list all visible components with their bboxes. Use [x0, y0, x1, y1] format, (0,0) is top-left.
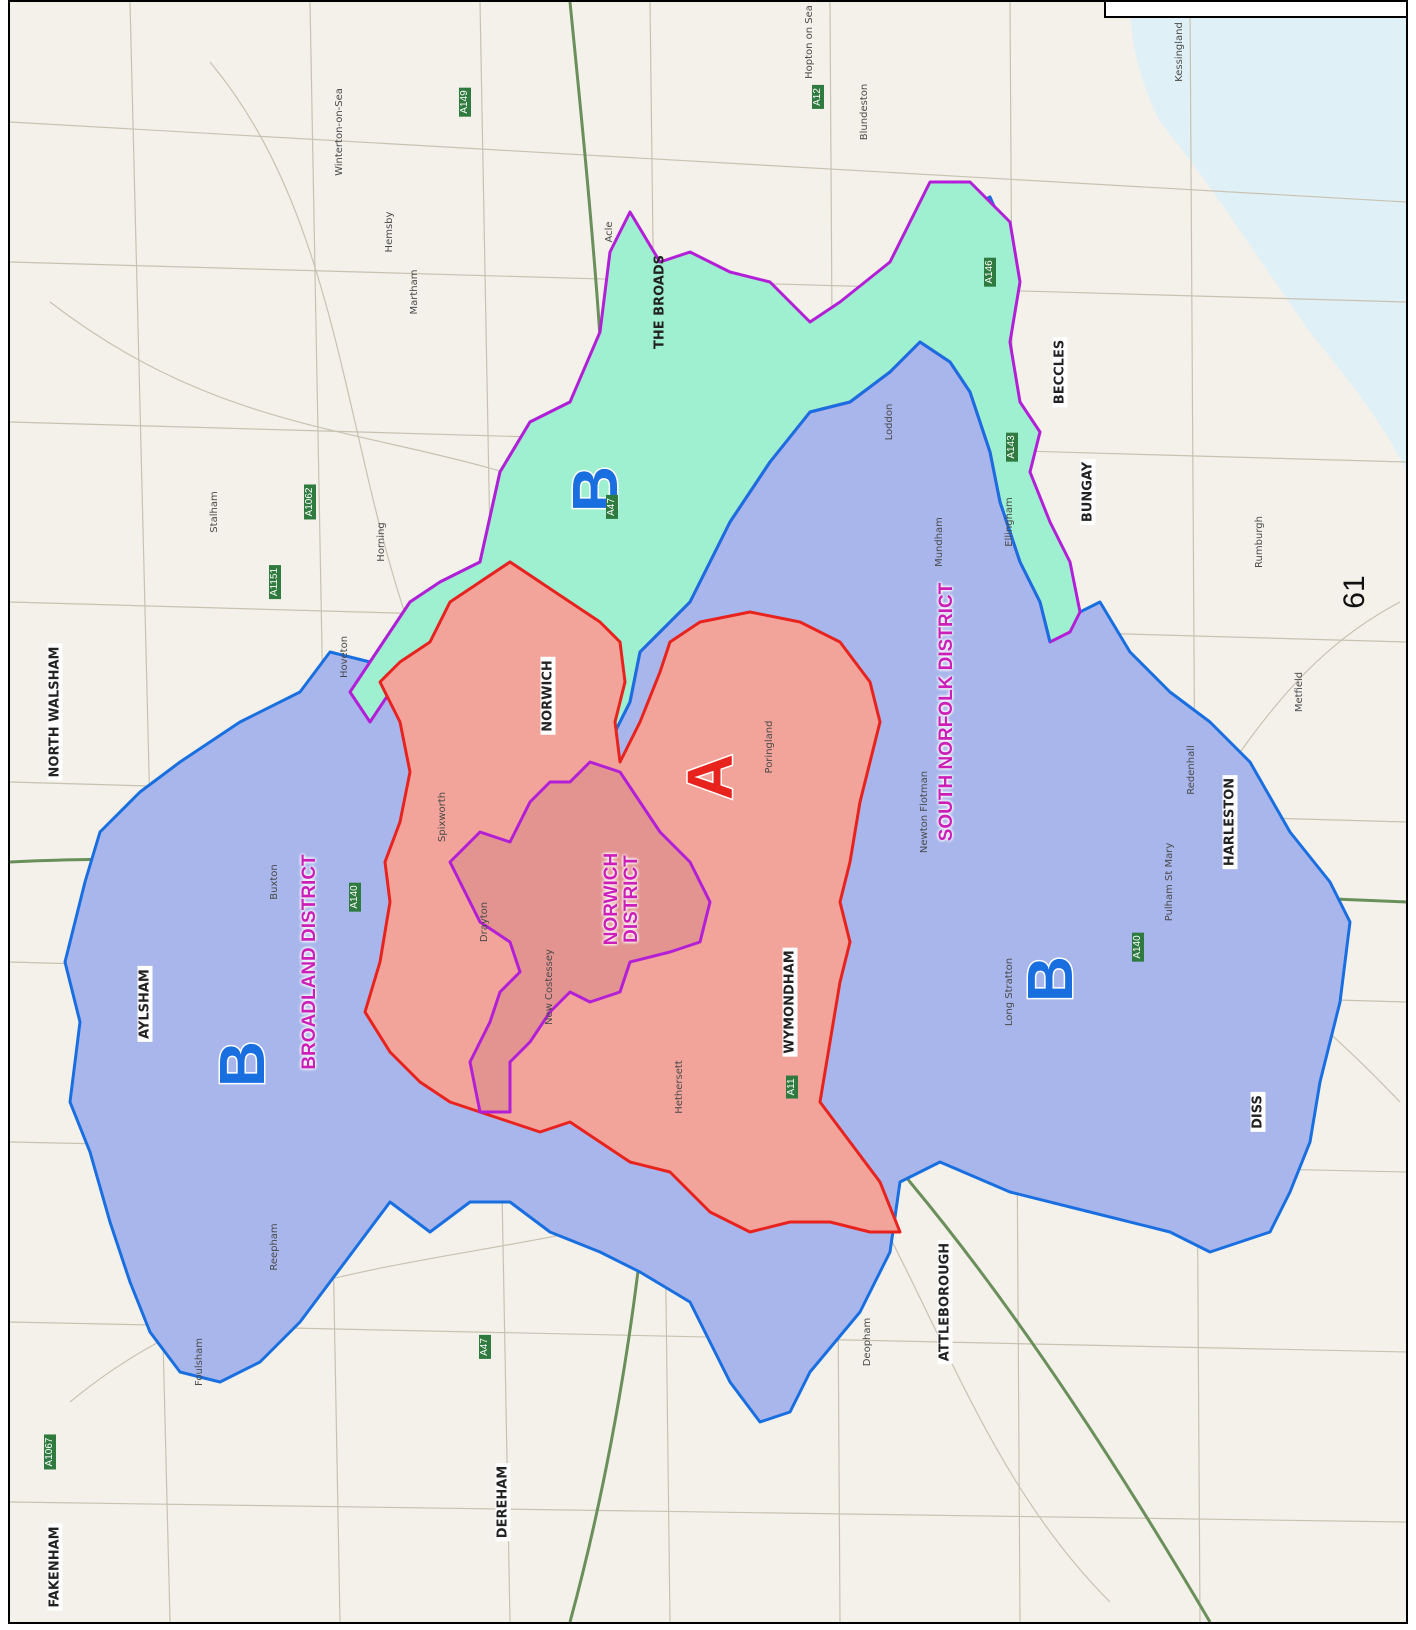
map-canvas: [10, 2, 1406, 1622]
town-attleborough: ATTLEBOROUGH: [937, 1239, 953, 1365]
town-drayton: Drayton: [479, 901, 490, 943]
zone-b-label-west: B: [205, 1039, 280, 1088]
road-a1151: A1151: [269, 564, 281, 600]
town-norwich: NORWICH: [540, 657, 556, 735]
town-north-walsham: NORTH WALSHAM: [47, 643, 63, 781]
town-loddon: Loddon: [884, 403, 895, 441]
norwich-district-area: [448, 760, 712, 1114]
town-hoveton: Hoveton: [339, 635, 350, 679]
road-a1067: A1067: [44, 1434, 56, 1470]
town-foulsham: Foulsham: [194, 1337, 205, 1387]
town-wymondham: WYMONDHAM: [782, 947, 798, 1057]
town-harleston: HARLESTON: [1222, 774, 1238, 870]
norwich-district-label: NORWICH DISTRICT: [601, 852, 642, 946]
town-bungay: BUNGAY: [1080, 458, 1096, 526]
town-metfield: Metfield: [1294, 671, 1305, 713]
town-fakenham: FAKENHAM: [47, 1523, 63, 1611]
town-hopton-on-sea: Hopton on Sea: [804, 5, 815, 79]
road-a143: A143: [1006, 432, 1018, 462]
town-stalham: Stalham: [209, 491, 220, 533]
town-beccles: BECCLES: [1052, 336, 1068, 408]
road-a47-east: A47: [606, 495, 618, 519]
road-a12: A12: [812, 85, 824, 109]
town-blundeston: Blundeston: [859, 83, 870, 141]
road-a1062: A1062: [304, 484, 316, 520]
south-norfolk-district-label: SOUTH NORFOLK DISTRICT: [936, 582, 958, 842]
town-spixworth: Spixworth: [437, 791, 448, 843]
town-mundham: Mundham: [934, 517, 945, 567]
road-a47-west: A47: [479, 1335, 491, 1359]
town-pulham-st-mary: Pulham St Mary: [1164, 842, 1175, 922]
road-a140-north: A140: [349, 882, 361, 912]
broadland-district-label: BROADLAND DISTRICT: [299, 854, 321, 1070]
road-a140-south: A140: [1132, 932, 1144, 962]
road-a11: A11: [786, 1075, 798, 1099]
sea-area: [1130, 2, 1406, 472]
town-acle: Acle: [604, 221, 615, 243]
town-long-stratton: Long Stratton: [1004, 957, 1015, 1027]
broads-inner-edge: [608, 340, 1052, 743]
town-hemsby: Hemsby: [384, 211, 395, 253]
town-rumburgh: Rumburgh: [1254, 516, 1265, 568]
town-dereham: DEREHAM: [495, 1462, 511, 1542]
town-newton-flotman: Newton Flotman: [919, 770, 930, 854]
town-martham: Martham: [409, 269, 420, 315]
zone-b-label-south: B: [1013, 954, 1088, 1003]
map-frame: A B B B BROADLAND DISTRICT NORWICH DISTR…: [8, 0, 1408, 1624]
town-hethersett: Hethersett: [674, 1060, 685, 1114]
town-ellingham: Ellingham: [1004, 497, 1015, 547]
town-poringland: Poringland: [764, 720, 775, 774]
town-diss: DISS: [1250, 1092, 1266, 1132]
town-deopham: Deopham: [862, 1317, 873, 1367]
town-new-costessey: New Costessey: [544, 949, 555, 1025]
town-reepham: Reepham: [269, 1223, 280, 1271]
town-redenhall: Redenhall: [1186, 745, 1197, 795]
town-winterton: Winterton-on-Sea: [334, 88, 345, 176]
town-the-broads: THE BROADS: [652, 255, 668, 349]
page-number: 61: [1338, 575, 1371, 609]
town-kessingland: Kessingland: [1174, 22, 1185, 82]
corner-box: [1104, 2, 1406, 18]
town-horning: Horning: [376, 522, 387, 562]
town-buxton: Buxton: [269, 864, 280, 900]
town-aylsham: AYLSHAM: [137, 966, 153, 1042]
road-a146: A146: [984, 257, 996, 287]
zone-a-label: A: [673, 752, 748, 801]
road-a149: A149: [459, 87, 471, 117]
